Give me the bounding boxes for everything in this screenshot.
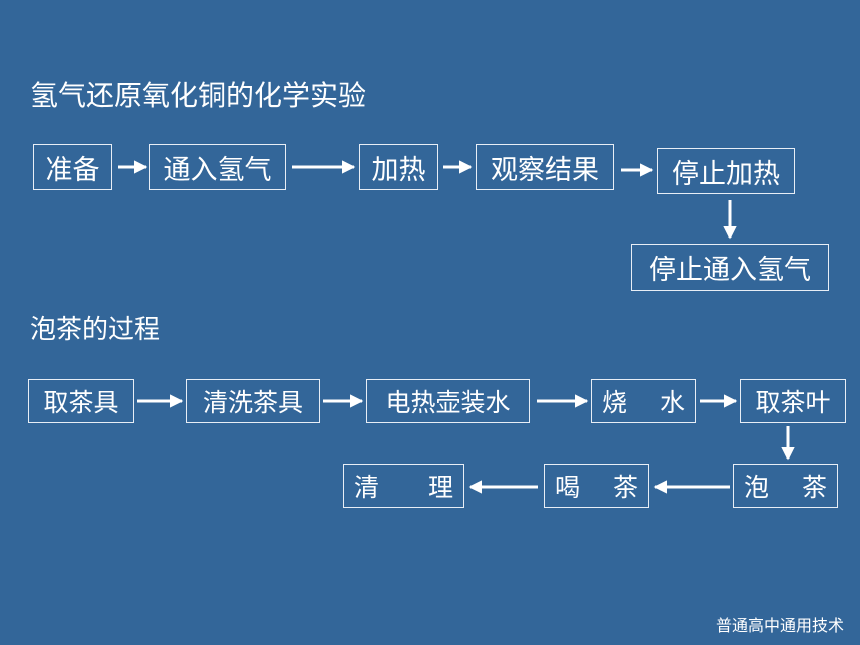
step-wash-tea-set: 清洗茶具 — [186, 379, 320, 423]
step-brew-tea-char-1: 泡 — [744, 473, 770, 502]
step-brew-tea-char-2: 茶 — [801, 473, 827, 502]
tea-process-title: 泡茶的过程 — [30, 315, 161, 345]
step-drink-tea: 喝 茶 — [544, 464, 649, 508]
step-observe-result: 观察结果 — [476, 144, 614, 190]
step-boil-water-char-2: 水 — [659, 388, 685, 417]
step-clean-up-char-1: 清 — [354, 473, 380, 502]
step-drink-tea-char-2: 茶 — [612, 473, 638, 502]
step-introduce-hydrogen: 通入氢气 — [149, 144, 286, 190]
step-stop-heating: 停止加热 — [657, 148, 795, 194]
step-fill-kettle: 电热壶装水 — [366, 379, 530, 423]
step-heat: 加热 — [359, 144, 438, 190]
step-drink-tea-char-1: 喝 — [555, 473, 581, 502]
step-get-tea-set: 取茶具 — [28, 379, 134, 423]
slide-title: 氢气还原氧化铜的化学实验 — [30, 79, 367, 112]
step-boil-water: 烧 水 — [591, 379, 696, 423]
course-footer: 普通高中通用技术 — [715, 616, 844, 635]
step-clean-up-char-2: 理 — [427, 473, 453, 502]
step-clean-up: 清 理 — [343, 464, 464, 508]
step-stop-hydrogen: 停止通入氢气 — [631, 244, 829, 291]
step-prepare: 准备 — [33, 144, 112, 190]
step-get-tea-leaves: 取茶叶 — [740, 379, 846, 423]
step-brew-tea: 泡 茶 — [733, 464, 838, 508]
step-boil-water-char-1: 烧 — [602, 388, 628, 417]
